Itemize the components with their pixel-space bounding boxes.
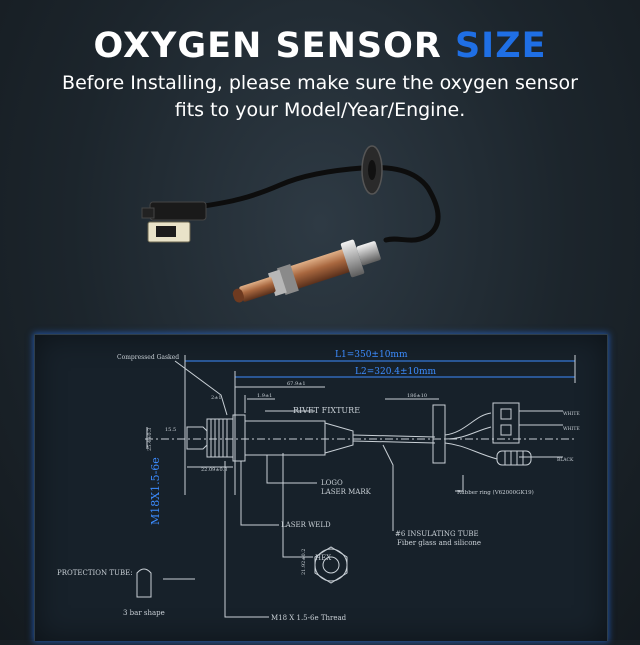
- thread-label: M18 X 1.5-6e Thread: [271, 614, 347, 622]
- rivet-fixture-label: RIVET FIXTURE: [293, 406, 360, 415]
- taper-outline: [324, 422, 354, 454]
- l2-label: L2=320.4±10mm: [355, 367, 437, 377]
- l1-label: L1=350±10mm: [335, 350, 408, 360]
- bar-shape-label: 3 bar shape: [123, 609, 165, 617]
- subtitle-line-2: fits to your Model/Year/Engine.: [174, 99, 466, 121]
- protection-tube-label: PROTECTION TUBE:: [57, 569, 133, 577]
- dim-186: 186±10: [407, 393, 427, 399]
- protection-tube-drawing: [136, 568, 152, 598]
- wire-lines: [352, 434, 436, 444]
- wire-label-black: BLACK: [557, 457, 574, 463]
- grommet-outline: [432, 404, 446, 464]
- title-main: OXYGEN SENSOR: [93, 26, 442, 66]
- sensor-body: [232, 239, 381, 303]
- dim-254: 25.4±0.3: [147, 428, 153, 451]
- wire-label-white-2: WHITE: [563, 426, 580, 432]
- dim-hex: 21.92±0.2: [301, 549, 307, 575]
- page-title: OXYGEN SENSOR SIZE: [0, 26, 640, 66]
- sensor-tip-outline: [186, 426, 208, 450]
- dim-15: 15.5: [165, 427, 176, 433]
- dim-67: 67.9±1: [287, 381, 306, 387]
- laser-mark-label: LASER MARK: [321, 488, 372, 496]
- fiber-glass-label: Fiber glass and silicone: [397, 539, 481, 547]
- compressed-gasket-label: Compressed Gasked: [117, 354, 179, 361]
- subtitle-line-1: Before Installing, please make sure the …: [62, 72, 578, 94]
- drawing-canvas: L1=350±10mm L2=320.4±10mm M18X1.5-6e 67.…: [57, 350, 580, 622]
- rubber-ring-label: Rubber ring (V62000GK19): [457, 489, 534, 496]
- page-subtitle: Before Installing, please make sure the …: [20, 70, 620, 124]
- sensor-wire: [201, 165, 441, 243]
- body-outline: [244, 420, 326, 456]
- thread-vertical-label: M18X1.5-6e: [149, 457, 162, 525]
- title-accent: SIZE: [454, 26, 547, 66]
- oxygen-sensor-photo: [141, 145, 441, 303]
- wire-label-white-1: WHITE: [563, 411, 580, 417]
- dim-2: 2±1: [211, 395, 222, 401]
- connector-outline: [492, 402, 520, 444]
- dim-2209: 22.09±0.3: [201, 467, 227, 473]
- insulating-tube-label: #6 INSULATING TUBE: [395, 530, 479, 538]
- sensor-connector: [149, 201, 207, 221]
- laser-weld-label: LASER WELD: [281, 521, 331, 529]
- dim-19: 1.9±1: [257, 393, 272, 399]
- technical-drawing: L1=350±10mm L2=320.4±10mm M18X1.5-6e 67.…: [34, 334, 608, 641]
- logo-label: LOGO: [321, 479, 343, 487]
- hex-label: HEX: [315, 554, 331, 562]
